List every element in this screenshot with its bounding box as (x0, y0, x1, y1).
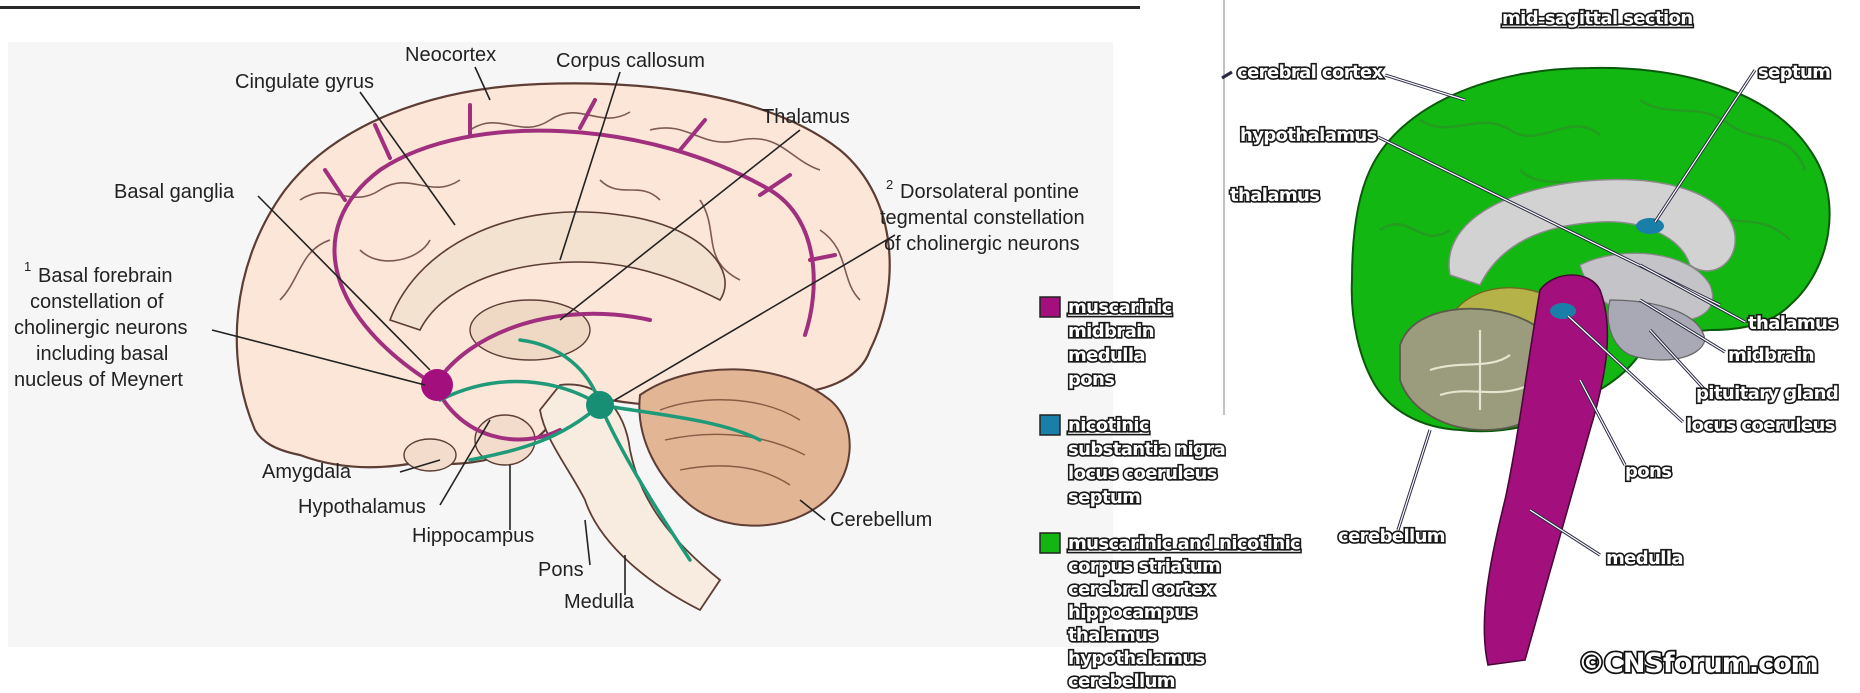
label-cerebellum: Cerebellum (830, 509, 932, 531)
label-neocortex: Neocortex (405, 44, 496, 66)
label-basal-forebrain-superscript: 1 (24, 259, 31, 274)
label-dorsolateral-line3: of cholinergic neurons (884, 233, 1080, 255)
label-dorsolateral-line1: Dorsolateral pontine (900, 181, 1079, 203)
label-basal-forebrain-line4: including basal (36, 343, 168, 365)
label-basal-forebrain-line1: Basal forebrain (38, 265, 173, 287)
left-panel: Neocortex Corpus callosum Cingulate gyru… (0, 0, 1140, 693)
legend-swatch-nicotinic (1040, 415, 1060, 435)
legend-item: hypothalamus (1068, 648, 1205, 669)
legend: muscarinic midbrain medulla pons nicotin… (1040, 297, 1300, 692)
label-cingulate-gyrus: Cingulate gyrus (235, 71, 374, 93)
label-medulla-right: medulla (1606, 548, 1683, 569)
label-pituitary-gland: pituitary gland (1696, 383, 1838, 404)
legend-title-muscarinic-and-nicotinic: muscarinic and nicotinic (1068, 533, 1300, 554)
label-cerebellum-right: cerebellum (1338, 526, 1445, 547)
label-locus-coeruleus: locus coeruleus (1686, 415, 1835, 436)
locus-coeruleus-marker (1550, 303, 1576, 319)
legend-item: substantia nigra (1068, 439, 1225, 460)
label-medulla: Medulla (564, 591, 635, 613)
label-dorsolateral-line2: tegmental constellation (880, 207, 1085, 229)
top-border (0, 6, 1140, 9)
legend-item: cerebellum (1068, 671, 1175, 692)
label-pons-right: pons (1625, 461, 1671, 482)
label-thalamus-left: thalamus (1230, 185, 1319, 206)
right-brain-illustration (1352, 68, 1830, 665)
label-hypothalamus-right: hypothalamus (1240, 125, 1377, 146)
legend-title-muscarinic: muscarinic (1068, 297, 1172, 318)
legend-item: hippocampus (1068, 602, 1197, 623)
copyright-watermark: ©CNSforum.com (1578, 648, 1818, 679)
basal-forebrain-nucleus (421, 369, 453, 401)
legend-item: septum (1068, 487, 1140, 508)
label-septum: septum (1758, 62, 1830, 83)
legend-swatch-muscarinic (1040, 297, 1060, 317)
legend-item: pons (1068, 369, 1114, 390)
label-thalamus: Thalamus (762, 106, 850, 128)
label-midbrain: midbrain (1728, 345, 1814, 366)
legend-group-muscarinic-and-nicotinic: muscarinic and nicotinic corpus striatum… (1040, 533, 1300, 692)
label-basal-forebrain-line5: nucleus of Meynert (14, 369, 183, 391)
legend-item: corpus striatum (1068, 556, 1220, 577)
legend-item: locus coeruleus (1068, 463, 1217, 484)
right-panel: mid-sagittal section (1222, 0, 1838, 679)
right-title: mid-sagittal section (1502, 8, 1693, 29)
legend-item: cerebral cortex (1068, 579, 1215, 600)
legend-item: midbrain (1068, 321, 1154, 342)
label-basal-ganglia: Basal ganglia (114, 181, 235, 203)
label-hippocampus: Hippocampus (412, 525, 534, 547)
label-basal-forebrain-line3: cholinergic neurons (14, 317, 187, 339)
label-basal-forebrain-line2: constellation of (30, 291, 164, 313)
septum-marker (1636, 218, 1664, 234)
label-hypothalamus: Hypothalamus (298, 496, 426, 518)
label-dorsolateral-superscript: 2 (886, 177, 893, 192)
label-corpus-callosum: Corpus callosum (556, 50, 705, 72)
legend-title-nicotinic: nicotinic (1068, 415, 1149, 436)
thalamus-shape (470, 300, 590, 360)
legend-swatch-muscarinic-and-nicotinic (1040, 533, 1060, 553)
label-pons: Pons (538, 559, 584, 581)
legend-item: medulla (1068, 345, 1145, 366)
pontine-tegmental-nucleus (586, 391, 614, 419)
label-amygdala: Amygdala (262, 461, 352, 483)
legend-item: thalamus (1068, 625, 1157, 646)
label-thalamus-right: thalamus (1748, 313, 1837, 334)
label-cerebral-cortex: cerebral cortex (1237, 62, 1384, 83)
